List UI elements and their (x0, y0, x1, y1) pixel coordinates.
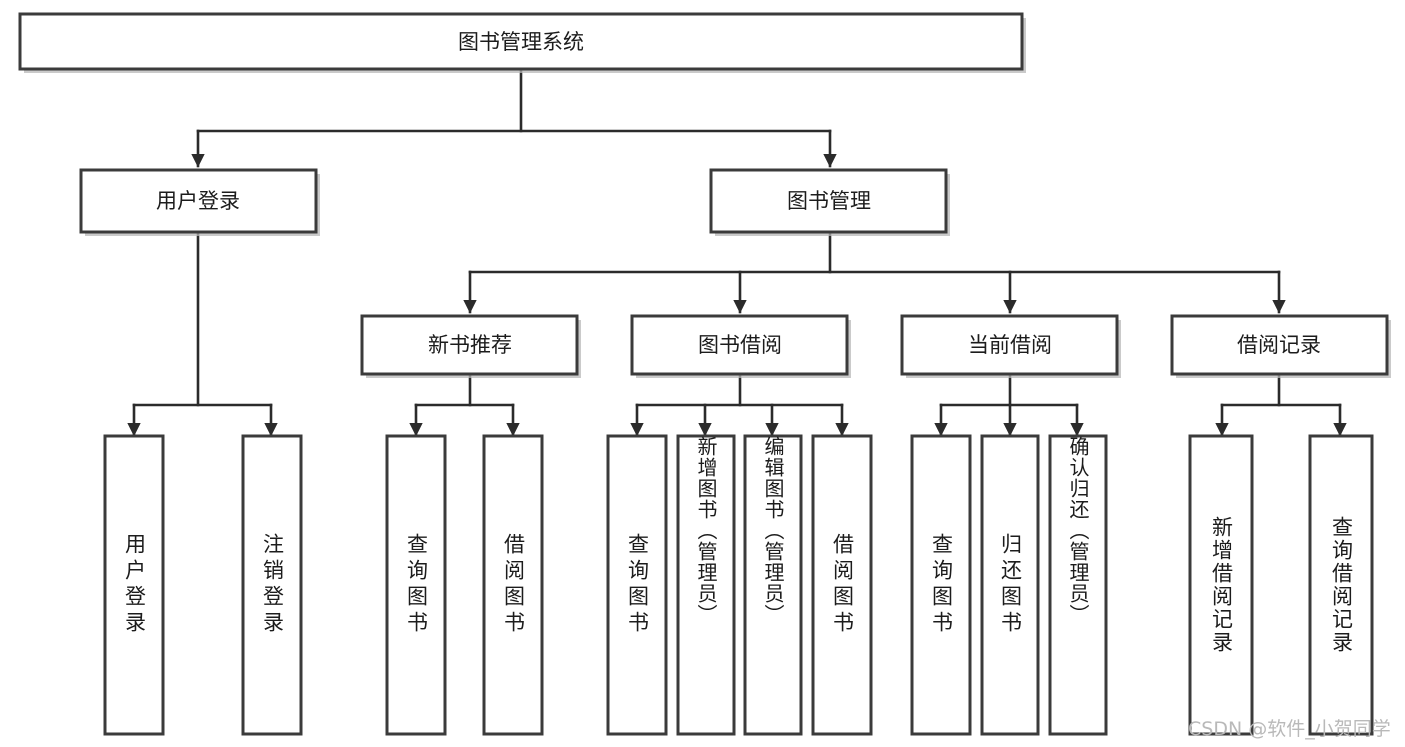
connector-userlogin-to-leaves (127, 230, 278, 437)
connector-borrowrecord-to-leaves (1215, 373, 1347, 437)
node-book-borrow[interactable]: 图书借阅 (630, 314, 851, 378)
node-book-management-label: 图书管理 (787, 189, 871, 213)
node-root[interactable]: 图书管理系统 (18, 12, 1026, 73)
node-root-label: 图书管理系统 (458, 30, 584, 54)
leaf-return-book-label: 归还图书 (998, 533, 1023, 637)
leaf-query-book-recommend-label: 查询图书 (404, 533, 429, 637)
leaf-rect-query-book-2[interactable] (606, 434, 668, 736)
leaf-borrow-book-recommend-label: 借阅图书 (501, 533, 526, 637)
leaf-add-book-label: 新增图书（管理员） (694, 436, 718, 625)
leaf-confirm-return[interactable]: 确认归还（管理员） (1050, 436, 1106, 734)
connector-bookmgmt-to-level2 (463, 230, 1286, 314)
leaf-user-login-label: 用户登录 (122, 533, 147, 637)
leaf-rects (103, 434, 1374, 736)
leaf-add-book[interactable]: 新增图书（管理员） (678, 436, 734, 734)
leaf-rect-confirm-return[interactable] (1048, 434, 1108, 736)
node-new-book-recommend[interactable]: 新书推荐 (360, 314, 581, 378)
leaf-rect-query-record[interactable] (1308, 434, 1374, 736)
leaf-query-borrow-record[interactable]: 查询借阅记录 (1310, 436, 1372, 734)
leaf-rect-edit-book[interactable] (743, 434, 803, 736)
connector-newbook-to-leaves (409, 373, 520, 437)
leaf-query-book-borrow-label: 查询图书 (625, 533, 650, 637)
leaf-query-borrow-record-label: 查询借阅记录 (1329, 516, 1354, 654)
leaf-query-book-recommend[interactable]: 查询图书 (387, 436, 445, 734)
node-book-management[interactable]: 图书管理 (709, 168, 950, 236)
leaf-confirm-return-label: 确认归还（管理员） (1066, 436, 1090, 625)
leaf-add-borrow-record[interactable]: 新增借阅记录 (1190, 436, 1252, 734)
leaf-query-book-current-label: 查询图书 (929, 533, 954, 637)
node-user-login[interactable]: 用户登录 (79, 168, 320, 236)
connector-root-to-level1 (191, 67, 837, 168)
node-book-borrow-label: 图书借阅 (698, 333, 782, 357)
leaf-rect-user-login[interactable] (103, 434, 165, 736)
leaf-edit-book[interactable]: 编辑图书（管理员） (745, 436, 801, 734)
leaf-query-book-borrow[interactable]: 查询图书 (608, 436, 666, 734)
leaf-logout[interactable]: 注销登录 (243, 436, 301, 734)
leaf-rect-add-record[interactable] (1188, 434, 1254, 736)
leaf-rect-return-book[interactable] (980, 434, 1040, 736)
leaf-rect-logout[interactable] (241, 434, 303, 736)
leaf-return-book[interactable]: 归还图书 (982, 436, 1038, 734)
leaf-borrow-book-recommend[interactable]: 借阅图书 (484, 436, 542, 734)
node-current-borrow[interactable]: 当前借阅 (900, 314, 1121, 378)
connector-bookborrow-to-leaves (630, 373, 849, 437)
leaf-rect-add-book[interactable] (676, 434, 736, 736)
node-borrow-record-label: 借阅记录 (1237, 333, 1321, 357)
leaf-user-login[interactable]: 用户登录 (105, 436, 163, 734)
leaf-rect-query-book-3[interactable] (910, 434, 972, 736)
node-user-login-label: 用户登录 (156, 189, 240, 213)
leaf-borrow-book-borrow-label: 借阅图书 (830, 533, 855, 637)
node-new-book-recommend-label: 新书推荐 (428, 333, 512, 357)
leaf-borrow-book-borrow[interactable]: 借阅图书 (813, 436, 871, 734)
leaf-add-borrow-record-label: 新增借阅记录 (1209, 516, 1234, 654)
leaf-logout-label: 注销登录 (260, 533, 285, 637)
leaf-rect-borrow-book-2[interactable] (811, 434, 873, 736)
leaf-edit-book-label: 编辑图书（管理员） (761, 436, 785, 625)
leaf-rect-query-book-1[interactable] (385, 434, 447, 736)
leaf-rect-borrow-book-1[interactable] (482, 434, 544, 736)
connector-currentborrow-to-leaves (934, 373, 1084, 437)
leaf-query-book-current[interactable]: 查询图书 (912, 436, 970, 734)
csdn-watermark: CSDN @软件_小贺同学 (1188, 718, 1391, 740)
node-borrow-record[interactable]: 借阅记录 (1170, 314, 1391, 378)
node-current-borrow-label: 当前借阅 (968, 333, 1052, 357)
